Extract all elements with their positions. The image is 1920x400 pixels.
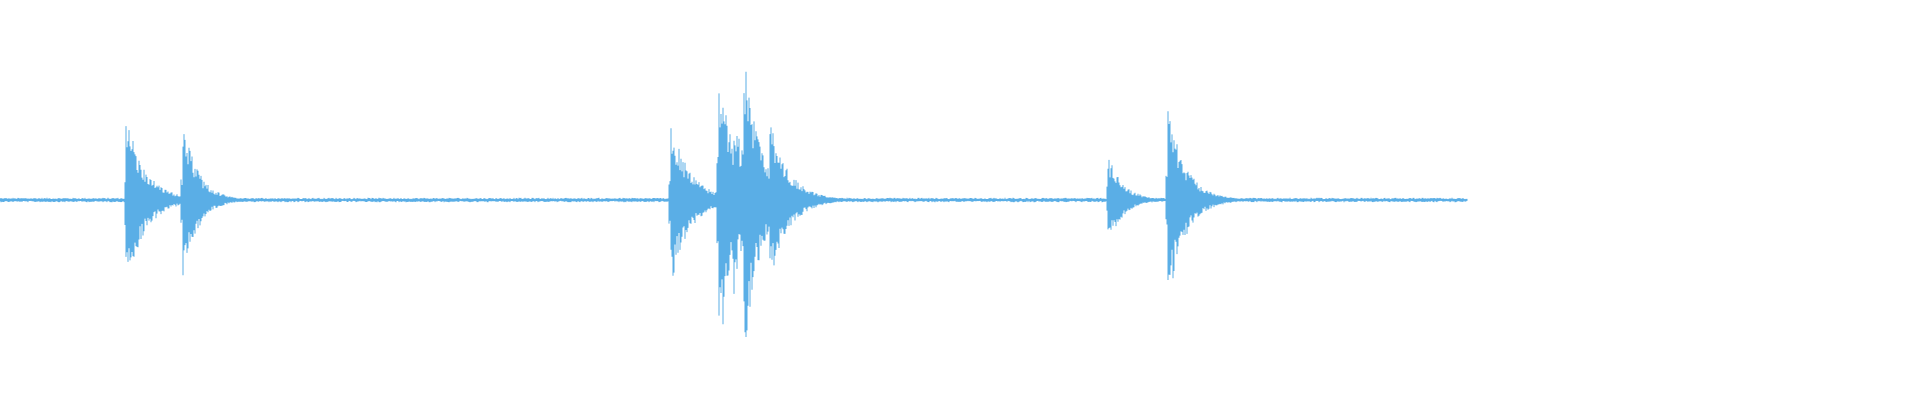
waveform-trace bbox=[0, 71, 1468, 337]
